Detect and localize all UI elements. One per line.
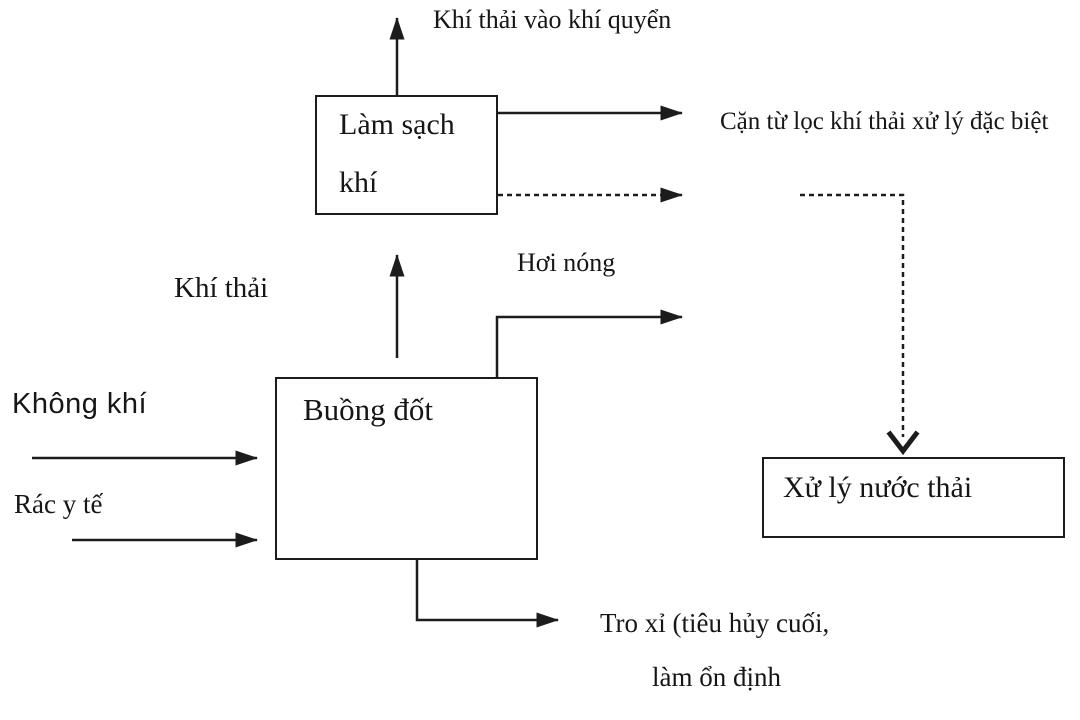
gas-cleaning-label-line2: khí	[339, 166, 378, 199]
label-exhaust-gas: Khí thải	[174, 272, 269, 304]
label-slag-ash-line2: làm ổn định	[652, 662, 781, 692]
gas-cleaning-label-line1: Làm sạch	[339, 108, 455, 141]
label-exhaust-to-atmosphere: Khí thải vào khí quyển	[433, 5, 672, 34]
label-residue-special-treatment: Cặn từ lọc khí thải xử lý đặc biệt	[720, 108, 1049, 135]
label-hot-steam: Hơi nóng	[517, 248, 616, 277]
arrow-hot-steam-icon	[495, 309, 683, 377]
wastewater-treatment-box: Xử lý nước thải	[762, 457, 1065, 538]
wastewater-treatment-label: Xử lý nước thải	[783, 471, 973, 504]
gas-cleaning-box: Làm sạch khí	[315, 95, 498, 215]
combustion-chamber-box: Buồng đốt	[275, 377, 538, 560]
arrow-slag-icon	[415, 558, 559, 628]
label-slag-ash-line1: Tro xỉ (tiêu hủy cuối,	[600, 608, 830, 638]
label-medical-waste: Rác y tế	[14, 489, 103, 519]
dashed-elbow-to-wastewater	[800, 193, 905, 437]
label-air: Không khí	[12, 388, 148, 420]
chevron-down-icon	[886, 430, 920, 456]
combustion-chamber-label: Buồng đốt	[303, 392, 434, 427]
